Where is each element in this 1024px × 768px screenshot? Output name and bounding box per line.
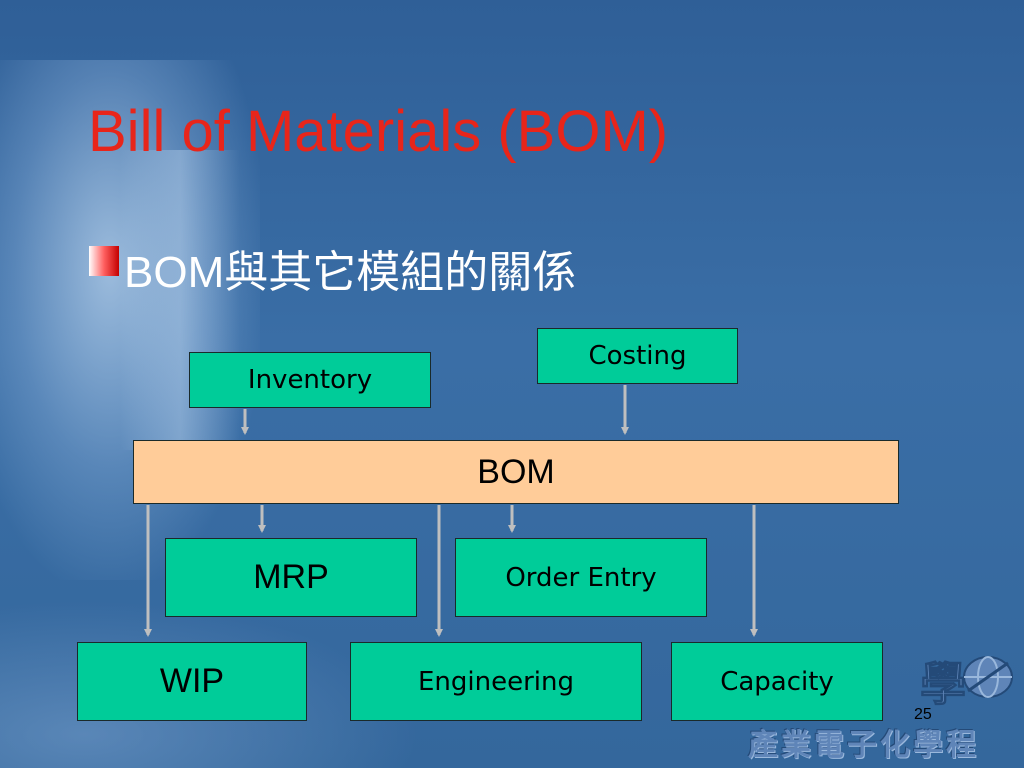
node-bom: BOM: [133, 440, 899, 504]
node-costing: Costing: [537, 328, 738, 384]
logo-text: 產業電子化學程: [748, 729, 979, 762]
bullet-text: BOM與其它模組的關係: [124, 248, 577, 297]
page-number: 25: [914, 706, 932, 723]
node-capacity: Capacity: [671, 642, 883, 721]
slide-title: Bill of Materials (BOM): [88, 99, 669, 164]
bullet-square-icon: [89, 246, 119, 276]
node-engineering: Engineering: [350, 642, 642, 721]
node-order-entry: Order Entry: [455, 538, 707, 617]
globe-icon: [963, 656, 1013, 698]
node-inventory: Inventory: [189, 352, 431, 408]
program-logo: 學: [920, 656, 1013, 712]
logo-seal-glyph: 學: [920, 657, 966, 711]
node-mrp: MRP: [165, 538, 417, 617]
node-wip: WIP: [77, 642, 307, 721]
